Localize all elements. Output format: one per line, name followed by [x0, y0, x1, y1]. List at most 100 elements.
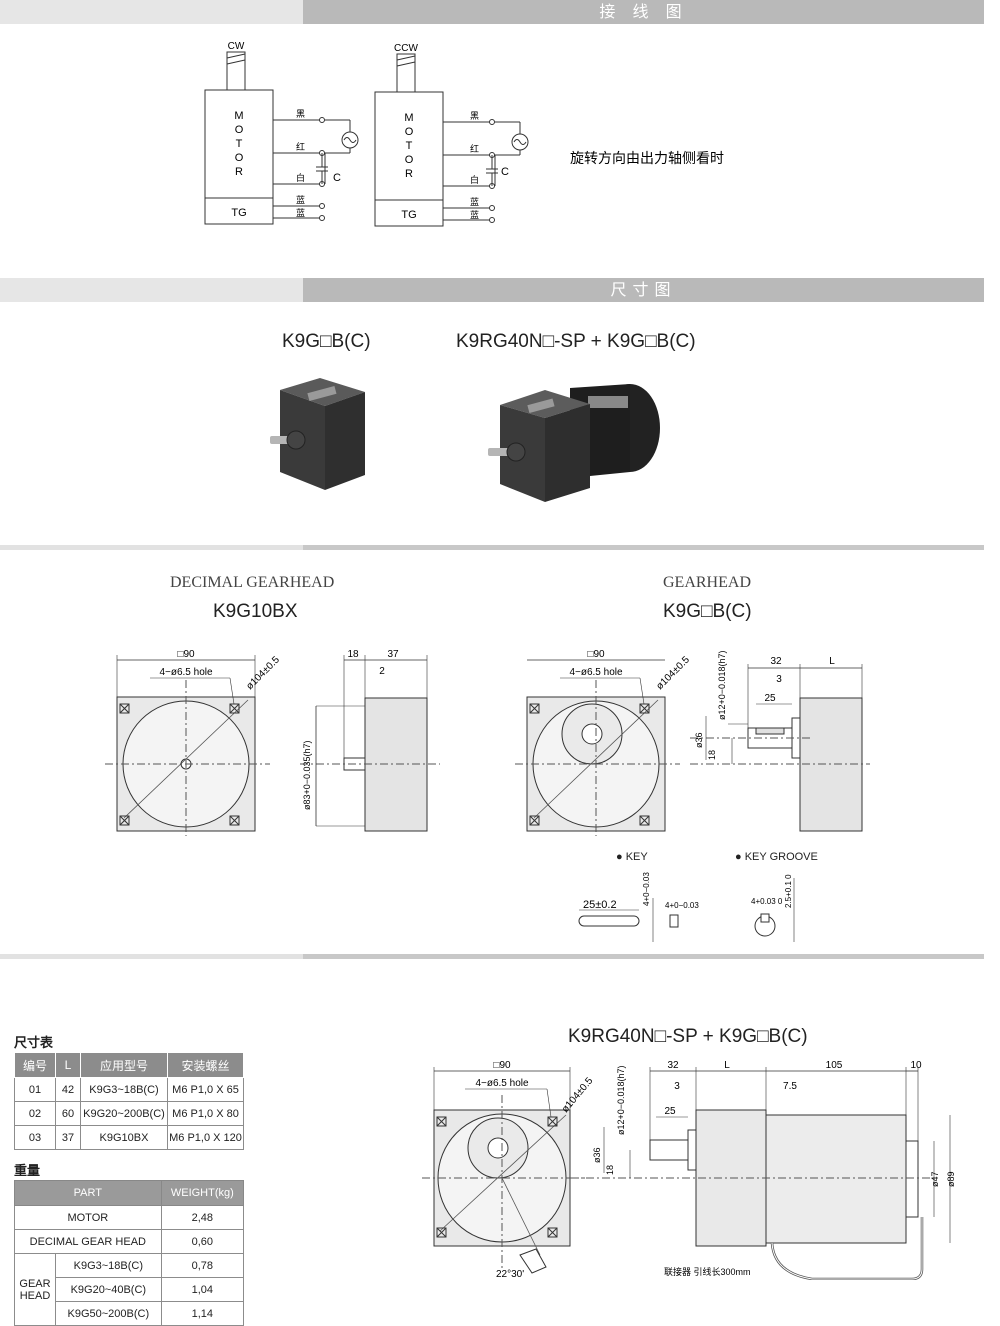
motor-letter: R [405, 168, 413, 180]
dim-hole: 4−ø6.5 hole [569, 667, 623, 678]
dim-sq90: □90 [587, 649, 605, 660]
table-cell: 0,78 [160, 1253, 245, 1278]
dim-105: 105 [826, 1060, 843, 1071]
wiring-motor-cw [204, 51, 359, 225]
size-table: 编号 L 应用型号 安装螺丝 01 42 K9G3~18B(C) M6 P1,0… [14, 1052, 244, 1150]
dim-L: L [724, 1060, 730, 1071]
dim-7-5: 7.5 [783, 1081, 797, 1092]
dim-angle: 22°30' [496, 1269, 524, 1280]
table-row: K9G20~40B(C) 1,04 [15, 1277, 245, 1302]
table-cell: K9G50~200B(C) [55, 1301, 162, 1326]
key-label: ● KEY [616, 851, 648, 863]
assembly-title: K9RG40N□-SP + K9G□B(C) [568, 1026, 808, 1047]
table-cell: 1,04 [160, 1277, 245, 1302]
product-title-left: K9G□B(C) [282, 331, 371, 352]
wire-label: 白 [470, 174, 479, 185]
wire-label: 蓝 [470, 196, 479, 207]
table-cell: 60 [55, 1101, 81, 1126]
dim-18: 18 [605, 1165, 615, 1175]
table-cell: MOTOR [14, 1205, 162, 1230]
motor-letter: T [406, 140, 413, 152]
motor-letter: R [235, 166, 243, 178]
wire-label: 黑 [296, 109, 305, 119]
table-row: GEAR HEAD K9G3~18B(C) 0,78 [14, 1253, 245, 1326]
decimal-gearhead-model: K9G10BX [213, 601, 298, 622]
wire-label: 蓝 [470, 209, 479, 220]
gearhead-caption: GEARHEAD [663, 574, 751, 591]
table-header-row: 编号 L 应用型号 安装螺丝 [14, 1052, 244, 1078]
motor-letter: M [234, 110, 243, 122]
motor-letter: M [404, 112, 413, 124]
table-row: 02 60 K9G20~200B(C) M6 P1,0 X 80 [14, 1101, 244, 1126]
col-header: 安装螺丝 [167, 1052, 244, 1078]
dim-sq90: □90 [493, 1060, 511, 1071]
dim-25: 25 [764, 693, 776, 704]
dim-pcd: ø104±0.5 [560, 1075, 596, 1115]
key-width: 4+0−0.03 [642, 872, 651, 906]
dim-d12: ø12+0−0.018(h7) [616, 1065, 626, 1135]
motor-letter: O [235, 152, 244, 164]
table-row: 01 42 K9G3~18B(C) M6 P1,0 X 65 [14, 1077, 244, 1102]
motor-letter: O [405, 154, 414, 166]
motor-letter: T [236, 138, 243, 150]
motor-letter: O [235, 124, 244, 136]
wire-label: 红 [296, 141, 305, 152]
assembly-drawing: □90 4−ø6.5 hole ø104±0.5 ø12+0−0.018(h7)… [422, 1060, 956, 1280]
table-cell: DECIMAL GEAR HEAD [14, 1229, 162, 1254]
weight-table-title: 重量 [14, 1164, 41, 1179]
decimal-gearhead-drawing: □90 4−ø6.5 hole ø104±0.5 18 37 2 ø83+0−0… [105, 649, 440, 836]
key-length: 25±0.2 [583, 899, 617, 911]
table-header-row: PART WEIGHT(kg) [14, 1180, 245, 1206]
decimal-gearhead-caption: DECIMAL GEARHEAD [170, 574, 335, 591]
col-header: 应用型号 [80, 1052, 168, 1078]
col-header: 编号 [14, 1052, 56, 1078]
table-row: MOTOR 2,48 [14, 1205, 245, 1230]
table-cell: M6 P1,0 X 80 [167, 1101, 244, 1126]
dim-18: 18 [707, 750, 717, 760]
wire-label: 蓝 [296, 194, 305, 205]
table-cell: 1,14 [160, 1301, 245, 1326]
table-cell: 03 [14, 1125, 56, 1150]
wire-label: 蓝 [296, 207, 305, 218]
table-cell: M6 P1,0 X 120 [167, 1125, 244, 1150]
capacitor-label: C [501, 166, 509, 178]
rotation-note: 旋转方向由出力轴侧看时 [570, 150, 724, 166]
dim-L: L [829, 656, 835, 667]
table-row: 03 37 K9G10BX M6 P1,0 X 120 [14, 1125, 244, 1150]
wiring-cw-label: CW [228, 41, 245, 52]
dim-32: 32 [667, 1060, 679, 1071]
wire-label: 白 [296, 172, 305, 183]
section-header-wiring: 接 线 图 [0, 0, 1000, 24]
motor-gearhead-photo [488, 384, 660, 502]
table-cell: K9G20~200B(C) [80, 1101, 168, 1126]
table-cell: M6 P1,0 X 65 [167, 1077, 244, 1102]
size-table-title: 尺寸表 [14, 1036, 54, 1051]
table-cell: K9G20~40B(C) [55, 1277, 162, 1302]
table-cell: GEAR HEAD [14, 1253, 56, 1326]
dim-hole: 4−ø6.5 hole [159, 667, 213, 678]
table-cell: K9G10BX [80, 1125, 168, 1150]
table-cell: K9G3~18B(C) [55, 1253, 162, 1278]
gearhead-model: K9G□B(C) [663, 601, 752, 622]
table-cell: 2,48 [160, 1205, 245, 1230]
wiring-motor-ccw [374, 53, 529, 227]
col-header: L [55, 1052, 81, 1078]
dim-sq90: □90 [177, 649, 195, 660]
wiring-diagram: CW M O T O R TG 黑 红 白 蓝 蓝 C CCW [204, 41, 724, 227]
dim-25: 25 [664, 1106, 676, 1117]
tg-label: TG [401, 209, 416, 221]
wiring-ccw-label: CCW [394, 43, 418, 54]
weight-table: PART WEIGHT(kg) MOTOR 2,48 DECIMAL GEAR … [14, 1180, 245, 1326]
key-details-drawing: 25±0.2 4+0−0.03 4+0−0.03 4+0.03 0 2.5+0.… [578, 872, 795, 942]
dim-d83: ø83+0−0.035(h7) [302, 740, 312, 810]
dim-32: 32 [770, 656, 782, 667]
table-cell: 02 [14, 1101, 56, 1126]
wire-label: 黑 [470, 111, 479, 121]
tg-label: TG [231, 207, 246, 219]
wire-label: 红 [470, 143, 479, 154]
section-title-wiring: 接 线 图 [599, 2, 688, 21]
table-cell: 0,60 [160, 1229, 245, 1254]
key-width-side: 4+0−0.03 [665, 901, 699, 910]
dim-d47: ø47 [930, 1171, 940, 1187]
groove-width: 4+0.03 0 [751, 897, 783, 906]
